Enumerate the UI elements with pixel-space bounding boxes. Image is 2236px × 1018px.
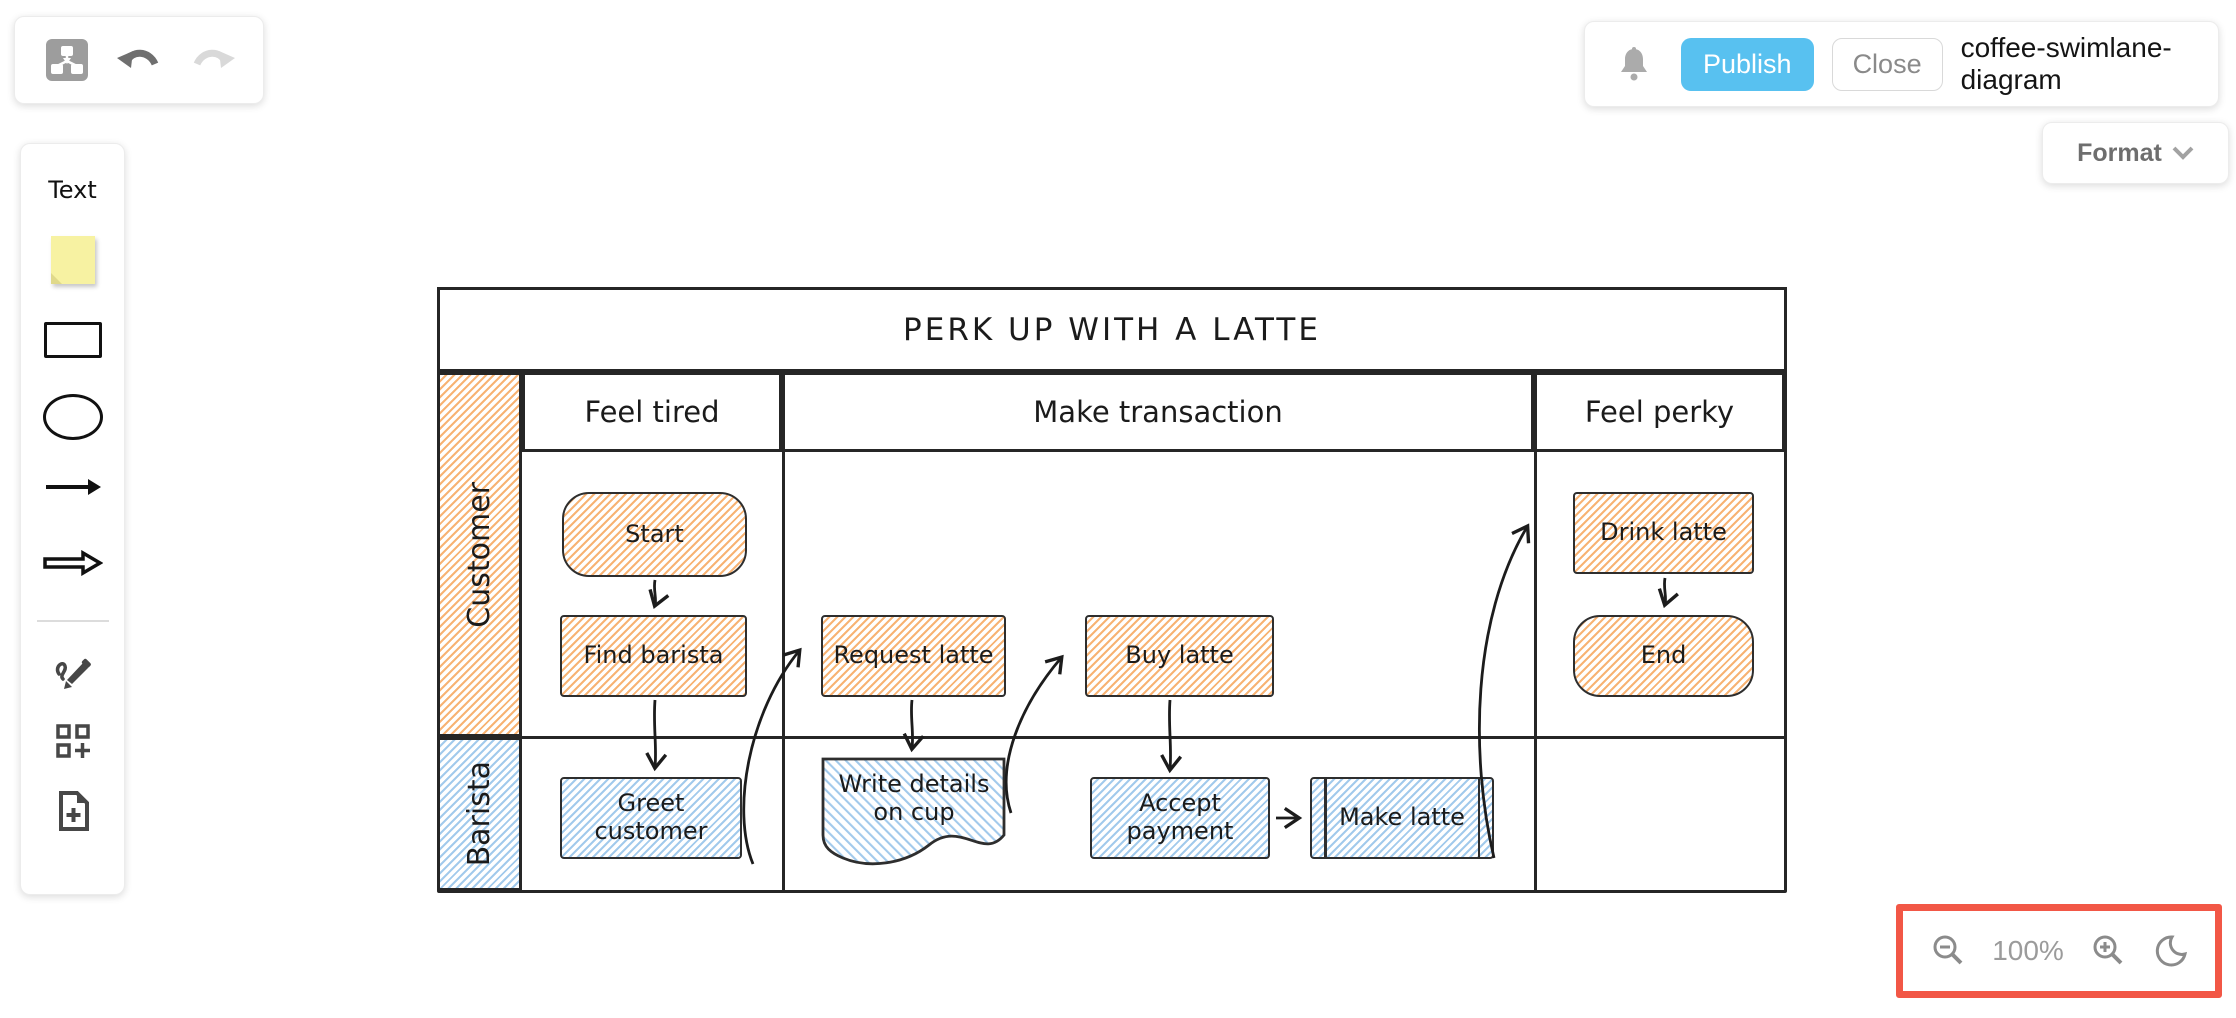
thin-arrow-tool[interactable]	[44, 476, 102, 498]
node-drink-latte[interactable]: Drink latte	[1573, 492, 1754, 574]
chevron-down-icon	[2172, 146, 2194, 160]
node-write-details-on-cup[interactable]: Write details on cup	[821, 757, 1007, 871]
top-right-bar: Publish Close coffee-swimlane-diagram	[1584, 21, 2219, 107]
block-arrow-tool[interactable]	[42, 550, 103, 576]
zoom-controls-highlighted: 100%	[1896, 904, 2222, 998]
lane-label-barista: Barista	[462, 761, 497, 867]
undo-icon[interactable]	[115, 40, 163, 80]
zoom-level[interactable]: 100%	[1992, 935, 2064, 966]
process-bar	[1324, 779, 1327, 857]
lane-band-customer[interactable]: Customer	[437, 372, 522, 737]
freehand-pencil-icon[interactable]	[53, 650, 93, 690]
zoom-out-icon[interactable]	[1930, 933, 1966, 969]
shape-palette-sidebar: Text	[20, 143, 125, 895]
swimlane-diagram: PERK UP WITH A LATTE Customer Barista Fe…	[437, 287, 1787, 893]
node-greet-customer[interactable]: Greet customer	[560, 777, 742, 859]
notification-bell-icon[interactable]	[1617, 45, 1651, 83]
shapes-grid-plus-icon[interactable]	[54, 722, 92, 760]
document-filename[interactable]: coffee-swimlane-diagram	[1960, 32, 2172, 95]
phase-header-feel-tired[interactable]: Feel tired	[522, 372, 782, 452]
ellipse-tool[interactable]	[42, 394, 103, 440]
column-divider	[782, 372, 785, 893]
node-start[interactable]: Start	[562, 492, 747, 577]
node-label: Write details on cup	[838, 770, 990, 826]
zoom-in-icon[interactable]	[2090, 933, 2126, 969]
close-button[interactable]: Close	[1831, 37, 1943, 91]
sidebar-divider	[36, 620, 109, 622]
phase-header-feel-perky[interactable]: Feel perky	[1534, 372, 1785, 452]
node-accept-payment[interactable]: Accept payment	[1090, 777, 1270, 859]
format-label: Format	[2077, 138, 2162, 167]
sticky-note-tool[interactable]	[50, 236, 95, 284]
lane-label-customer: Customer	[462, 481, 497, 628]
node-end[interactable]: End	[1573, 615, 1754, 697]
phase-header-make-transaction[interactable]: Make transaction	[782, 372, 1534, 452]
node-request-latte[interactable]: Request latte	[821, 615, 1006, 697]
redo-icon[interactable]	[189, 40, 237, 80]
dark-mode-moon-icon[interactable]	[2152, 933, 2188, 969]
diagram-logo-icon[interactable]	[45, 38, 89, 82]
text-tool[interactable]: Text	[48, 176, 97, 204]
rectangle-tool[interactable]	[43, 322, 102, 358]
format-menu-button[interactable]: Format	[2042, 122, 2229, 184]
node-make-latte[interactable]: Make latte	[1310, 777, 1494, 859]
node-buy-latte[interactable]: Buy latte	[1085, 615, 1274, 697]
lane-band-barista[interactable]: Barista	[437, 737, 522, 891]
lane-divider	[437, 736, 1787, 739]
column-divider	[1534, 372, 1537, 893]
node-find-barista[interactable]: Find barista	[560, 615, 747, 697]
diagram-title[interactable]: PERK UP WITH A LATTE	[437, 287, 1787, 372]
top-left-toolbar	[14, 16, 264, 104]
new-page-file-plus-icon[interactable]	[54, 790, 92, 832]
node-label: Make latte	[1339, 803, 1465, 832]
process-bar	[1477, 779, 1480, 857]
publish-button[interactable]: Publish	[1681, 37, 1814, 91]
